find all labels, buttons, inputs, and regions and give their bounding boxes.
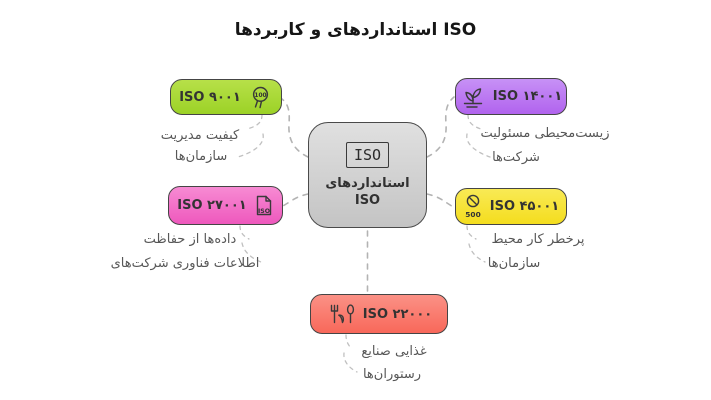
desc-14001-line1: مسئولیت زیست‌محیطی — [480, 126, 610, 141]
node-iso-22000-label: ISO ۲۲۰۰۰ — [362, 306, 433, 322]
node-iso-9001: ISO ۹۰۰۱ 100 — [170, 79, 282, 115]
desc-27001-line1: حفاظت از داده‌ها — [143, 232, 237, 247]
connector-center-to-45001 — [426, 193, 456, 209]
food-utensils-icon — [330, 304, 354, 324]
link-9001-desc-2 — [237, 133, 264, 158]
plant-icon — [463, 87, 482, 108]
connector-center-to-27001 — [282, 193, 309, 207]
node-iso-45001-label: ISO ۴۵۰۰۱ — [489, 199, 560, 214]
center-label-line2: ISO — [354, 192, 381, 208]
node-iso-27001-label: ISO ۲۷۰۰۱ — [177, 198, 247, 213]
svg-text:500: 500 — [465, 210, 480, 219]
link-14001-desc-1 — [467, 114, 482, 130]
node-iso-14001-label: ISO ۱۴۰۰۱ — [492, 89, 563, 104]
link-9001-desc-1 — [246, 114, 263, 130]
desc-9001-line2: سازمان‌ها — [174, 149, 228, 164]
link-22000-desc-1 — [345, 334, 353, 350]
link-45001-desc-2 — [468, 243, 486, 263]
desc-27001-line2: شرکت‌های فناوری اطلاعات — [110, 256, 260, 271]
center-node: ISO استانداردهای ISO — [308, 122, 427, 228]
node-iso-27001: ISO ۲۷۰۰۱ ISO — [168, 186, 283, 225]
center-label-line1: استانداردهای — [325, 175, 410, 191]
connector-center-to-14001 — [426, 96, 455, 158]
node-iso-14001: ISO ۱۴۰۰۱ — [455, 78, 567, 115]
link-22000-desc-2 — [343, 352, 358, 373]
medal-100-icon: 100 — [252, 86, 268, 108]
node-iso-9001-label: ISO ۹۰۰۱ — [179, 89, 241, 105]
desc-45001-line1: محیط کار پرخطر — [491, 232, 585, 247]
desc-22000-line1: صنایع غذایی — [361, 344, 427, 359]
link-45001-desc-1 — [466, 225, 477, 240]
connector-center-to-9001 — [281, 98, 309, 158]
desc-22000-line2: رستوران‌ها — [362, 367, 422, 382]
svg-text:ISO: ISO — [258, 207, 270, 214]
node-iso-22000: ISO ۲۲۰۰۰ — [310, 294, 448, 334]
desc-45001-line2: سازمان‌ها — [487, 256, 541, 271]
svg-text:100: 100 — [254, 92, 266, 98]
page-title: کاربردها و استانداردهای ISO — [234, 20, 477, 40]
node-iso-45001: 500 ISO ۴۵۰۰۱ — [455, 188, 567, 225]
limit-500-icon: 500 — [465, 194, 480, 219]
link-27001-desc-1 — [239, 225, 250, 240]
desc-14001-line2: شرکت‌ها — [492, 150, 540, 165]
iso-badge: ISO — [345, 141, 390, 168]
iso-document-icon: ISO — [256, 195, 271, 215]
desc-9001-line1: مدیریت کیفیت — [160, 128, 240, 143]
